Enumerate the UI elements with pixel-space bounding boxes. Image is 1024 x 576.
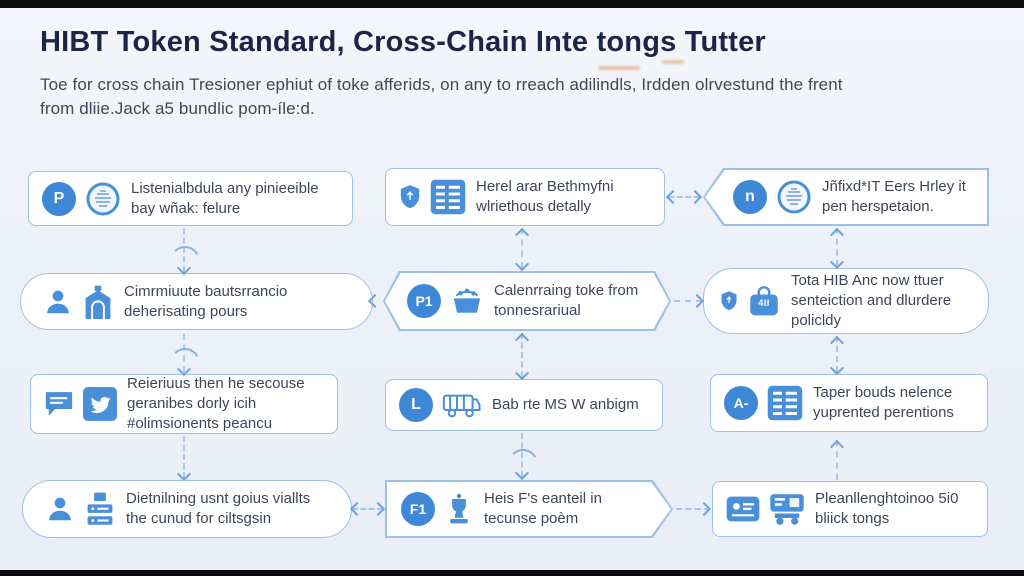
basket-icon	[450, 285, 484, 317]
flow-box-text: Jñfixd*IT Eers Hrley it pen herspetaion.	[822, 178, 966, 215]
server-icon	[84, 492, 116, 526]
arrow-right-icon	[696, 501, 712, 517]
arrow-up-icon	[829, 227, 845, 243]
flow-box-r2c2: P1 Calenrraing toke from tonnesrariual	[383, 271, 671, 331]
flow-box-r4c2: F1 Heis F's eanteil in tecunse poèm	[385, 480, 673, 538]
arrow-up-icon	[514, 332, 530, 348]
globe-sketch-icon	[85, 181, 121, 217]
connector-horizontal	[676, 508, 710, 510]
flow-box-r1c1: P Listenialbdula any pinieeible bay wñak…	[28, 171, 353, 226]
p1-badge: P1	[407, 284, 441, 318]
id-card-icon	[726, 495, 760, 523]
connector-horizontal	[352, 508, 383, 510]
orange-highlight-mark	[662, 60, 684, 64]
connector-vertical	[836, 336, 838, 372]
arrow-right-icon	[689, 293, 705, 309]
coin-sketch-icon	[776, 179, 812, 215]
arrow-down-icon	[514, 365, 530, 381]
flow-box-text: Reieriuus then he secouse geranibes dorl…	[127, 375, 305, 432]
arrow-down-icon	[829, 360, 845, 376]
bird-square-icon	[83, 387, 117, 421]
arrow-up-icon	[829, 335, 845, 351]
list-square-icon	[767, 385, 803, 421]
connector-vertical	[521, 228, 523, 268]
subtitle-line-2: from dliie.Jack a5 bundlic pom-íle:d.	[40, 99, 315, 118]
flow-box-r2c1: Cimrmiuute bautsrrancio deherisating pou…	[20, 273, 373, 330]
flow-box-text: Taper bouds nelence yuprented perentions	[813, 384, 954, 421]
flow-box-text: Heis F's eanteil in tecunse poèm	[484, 490, 602, 527]
flow-box-r3c3: A- Taper bouds nelence yuprented perenti…	[710, 374, 988, 432]
arrow-up-icon	[829, 439, 845, 455]
bag-label: 4II	[758, 297, 770, 308]
person-icon	[43, 287, 73, 317]
flow-box-r1c3: n Jñfixd*IT Eers Hrley it pen herspetaio…	[703, 168, 989, 226]
arrow-right-icon	[370, 501, 386, 517]
connector-vertical	[521, 333, 523, 377]
bag-icon: 4II	[747, 285, 781, 317]
a-badge: A-	[724, 386, 758, 420]
flow-box-text: Bab rte MS W anbigm	[492, 396, 639, 414]
arrow-down-icon	[829, 254, 845, 270]
connector-horizontal	[668, 196, 700, 198]
f1-badge: F1	[401, 492, 435, 526]
machine-icon	[769, 492, 805, 526]
subtitle-line-1: Toe for cross chain Tresioner ephiut of …	[40, 75, 843, 94]
connector-arrow-ornament	[508, 449, 538, 464]
shield-icon	[720, 290, 738, 312]
arrow-left-icon	[349, 501, 365, 517]
n-badge: n	[733, 180, 767, 214]
person-icon	[45, 494, 75, 524]
connector-horizontal	[674, 300, 702, 302]
arrow-down-icon	[176, 466, 192, 482]
connector-vertical	[183, 436, 185, 478]
trophy-icon	[444, 492, 474, 526]
flow-box-r1c2: Herel arar Bethmyfni wlriethous detally	[385, 168, 665, 226]
flow-box-text: Tota HIB Anc now ttuer senteiction and d…	[791, 272, 952, 329]
arrow-up-icon	[514, 227, 530, 243]
flow-box-r4c1: Dietnilning usnt goius viallts the cunud…	[22, 480, 352, 538]
flow-box-r4c3: Pleanllenghtoinoo 5i0 bliick tongs	[712, 481, 988, 537]
page-title: HIBT Token Standard, Cross-Chain Inte to…	[40, 26, 766, 58]
flow-box-text: Herel arar Bethmyfni wlriethous detally	[476, 178, 614, 215]
arrow-down-icon	[514, 465, 530, 481]
arrow-right-icon	[687, 189, 703, 205]
arrow-down-icon	[514, 256, 530, 272]
flow-box-text: Calenrraing toke from tonnesrariual	[494, 282, 639, 319]
flow-box-text: Dietnilning usnt goius viallts the cunud…	[126, 490, 311, 527]
flow-box-r2c3: 4II Tota HIB Anc now ttuer senteiction a…	[703, 268, 989, 334]
shield-icon	[399, 184, 421, 210]
list-square-icon	[430, 179, 466, 215]
diagram-stage: HIBT Token Standard, Cross-Chain Inte to…	[0, 8, 1024, 570]
connector-arrow-ornament	[170, 348, 200, 363]
l-badge: L	[399, 388, 433, 422]
chat-bubble-icon	[44, 389, 74, 419]
van-icon	[442, 390, 482, 420]
letterbox-bar-bottom	[0, 570, 1024, 576]
connector-vertical	[836, 440, 838, 480]
orange-highlight-mark	[598, 66, 640, 70]
flow-box-text: Listenialbdula any pinieeible bay wñak: …	[131, 179, 319, 217]
connector-vertical	[836, 228, 838, 266]
flow-box-r3c1: Reieriuus then he secouse geranibes dorl…	[30, 374, 338, 434]
flow-box-text: Cimrmiuute bautsrrancio deherisating pou…	[124, 282, 288, 320]
flow-box-r3c2: L Bab rte MS W anbigm	[385, 379, 663, 431]
letterbox-bar-top	[0, 0, 1024, 8]
bank-icon	[82, 285, 114, 319]
flow-box-text: Pleanllenghtoinoo 5i0 bliick tongs	[815, 490, 959, 527]
connector-arrow-ornament	[170, 246, 200, 261]
arrow-left-icon	[665, 189, 681, 205]
p-badge: P	[42, 181, 76, 216]
